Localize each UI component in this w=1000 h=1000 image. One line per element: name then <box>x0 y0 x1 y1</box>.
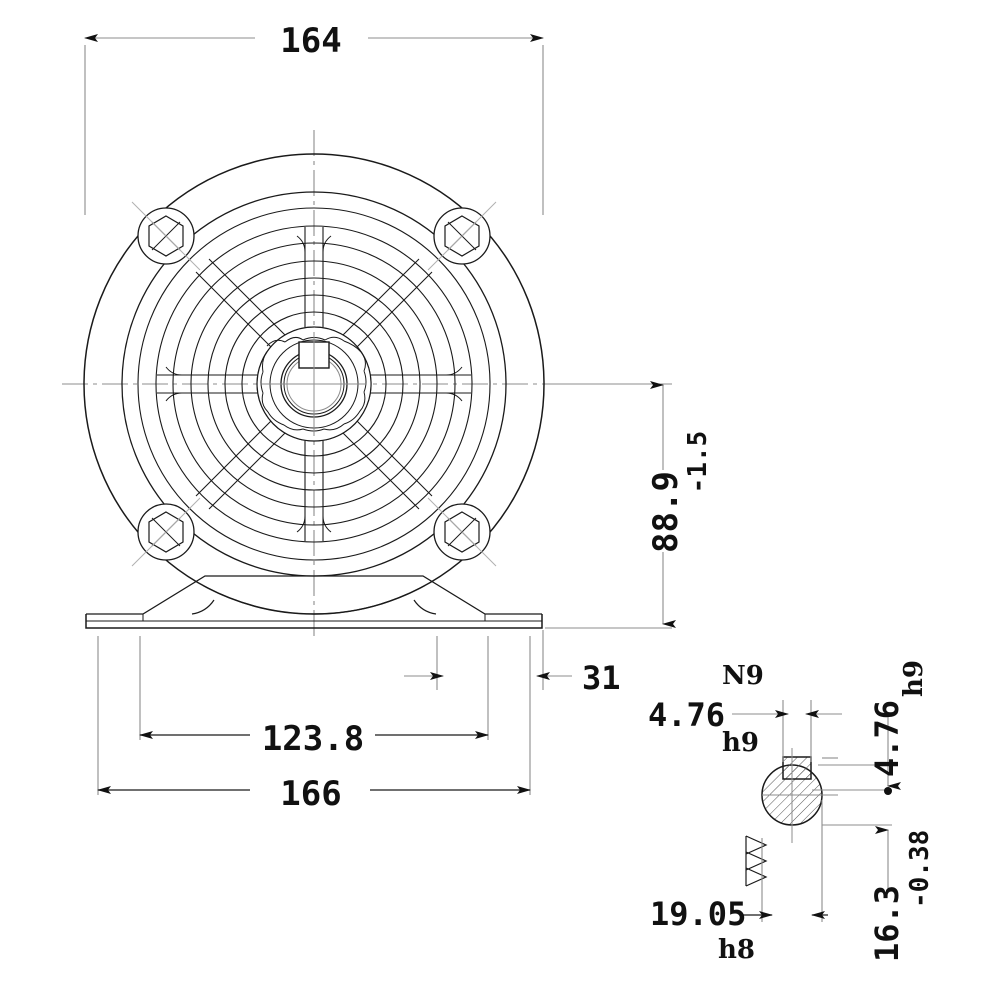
bolt-boss-bottom-right <box>427 497 497 567</box>
detail-shaft-diameter-text: 19.05 <box>650 895 746 933</box>
detail-keyway-width: 4.76 N9 h9 <box>648 661 842 762</box>
dimension-166: 166 <box>97 636 531 814</box>
dimension-123-8-text: 123.8 <box>262 719 364 759</box>
bolt-boss-top-left <box>131 201 201 271</box>
dimension-166-text: 166 <box>280 774 341 814</box>
dimension-88-9-text: 88.9 <box>646 471 686 553</box>
surface-finish-icon <box>745 835 768 887</box>
dimension-31: 31 <box>404 630 621 697</box>
front-view-group <box>62 130 672 640</box>
bolt-boss-top-right <box>427 201 497 271</box>
detail-key-top-height-tolerance: -0.38 <box>905 830 935 908</box>
dimension-31-text: 31 <box>582 659 621 697</box>
dimension-88-9: 88.9 -1.5 <box>545 381 713 629</box>
detail-shaft-diameter: 19.05 h8 <box>650 800 828 965</box>
detail-shaft-diameter-fit: h8 <box>718 935 755 965</box>
detail-keyway-depth: 4.76 h9 <box>812 660 929 795</box>
mounting-foot <box>85 575 543 629</box>
dimension-164: 164 <box>84 21 544 215</box>
detail-keyway-fit-h9: h9 <box>722 728 759 758</box>
bolt-boss-bottom-left <box>131 497 201 567</box>
detail-keyway-depth-text: 4.76 <box>868 700 906 777</box>
dimension-164-text: 164 <box>280 21 341 61</box>
detail-key-top-height-text: 16.3 <box>868 885 906 962</box>
rib-fillets <box>165 235 463 533</box>
dimension-88-9-tolerance: -1.5 <box>683 431 713 494</box>
shaft-section <box>761 748 838 843</box>
detail-view-shaft-keyway: 4.76 N9 h9 4.76 h9 19.05 h8 16.3 <box>648 660 935 965</box>
dimension-123-8: 123.8 <box>139 636 489 759</box>
detail-keyway-surface-n9: N9 <box>722 661 764 691</box>
radial-spokes <box>157 227 471 541</box>
centre-hub <box>256 326 372 442</box>
bolt-boss-group <box>131 201 497 567</box>
detail-key-top-height: 16.3 -0.38 <box>822 757 935 962</box>
detail-keyway-depth-fit: h9 <box>899 660 929 697</box>
detail-keyway-width-text: 4.76 <box>648 696 725 734</box>
